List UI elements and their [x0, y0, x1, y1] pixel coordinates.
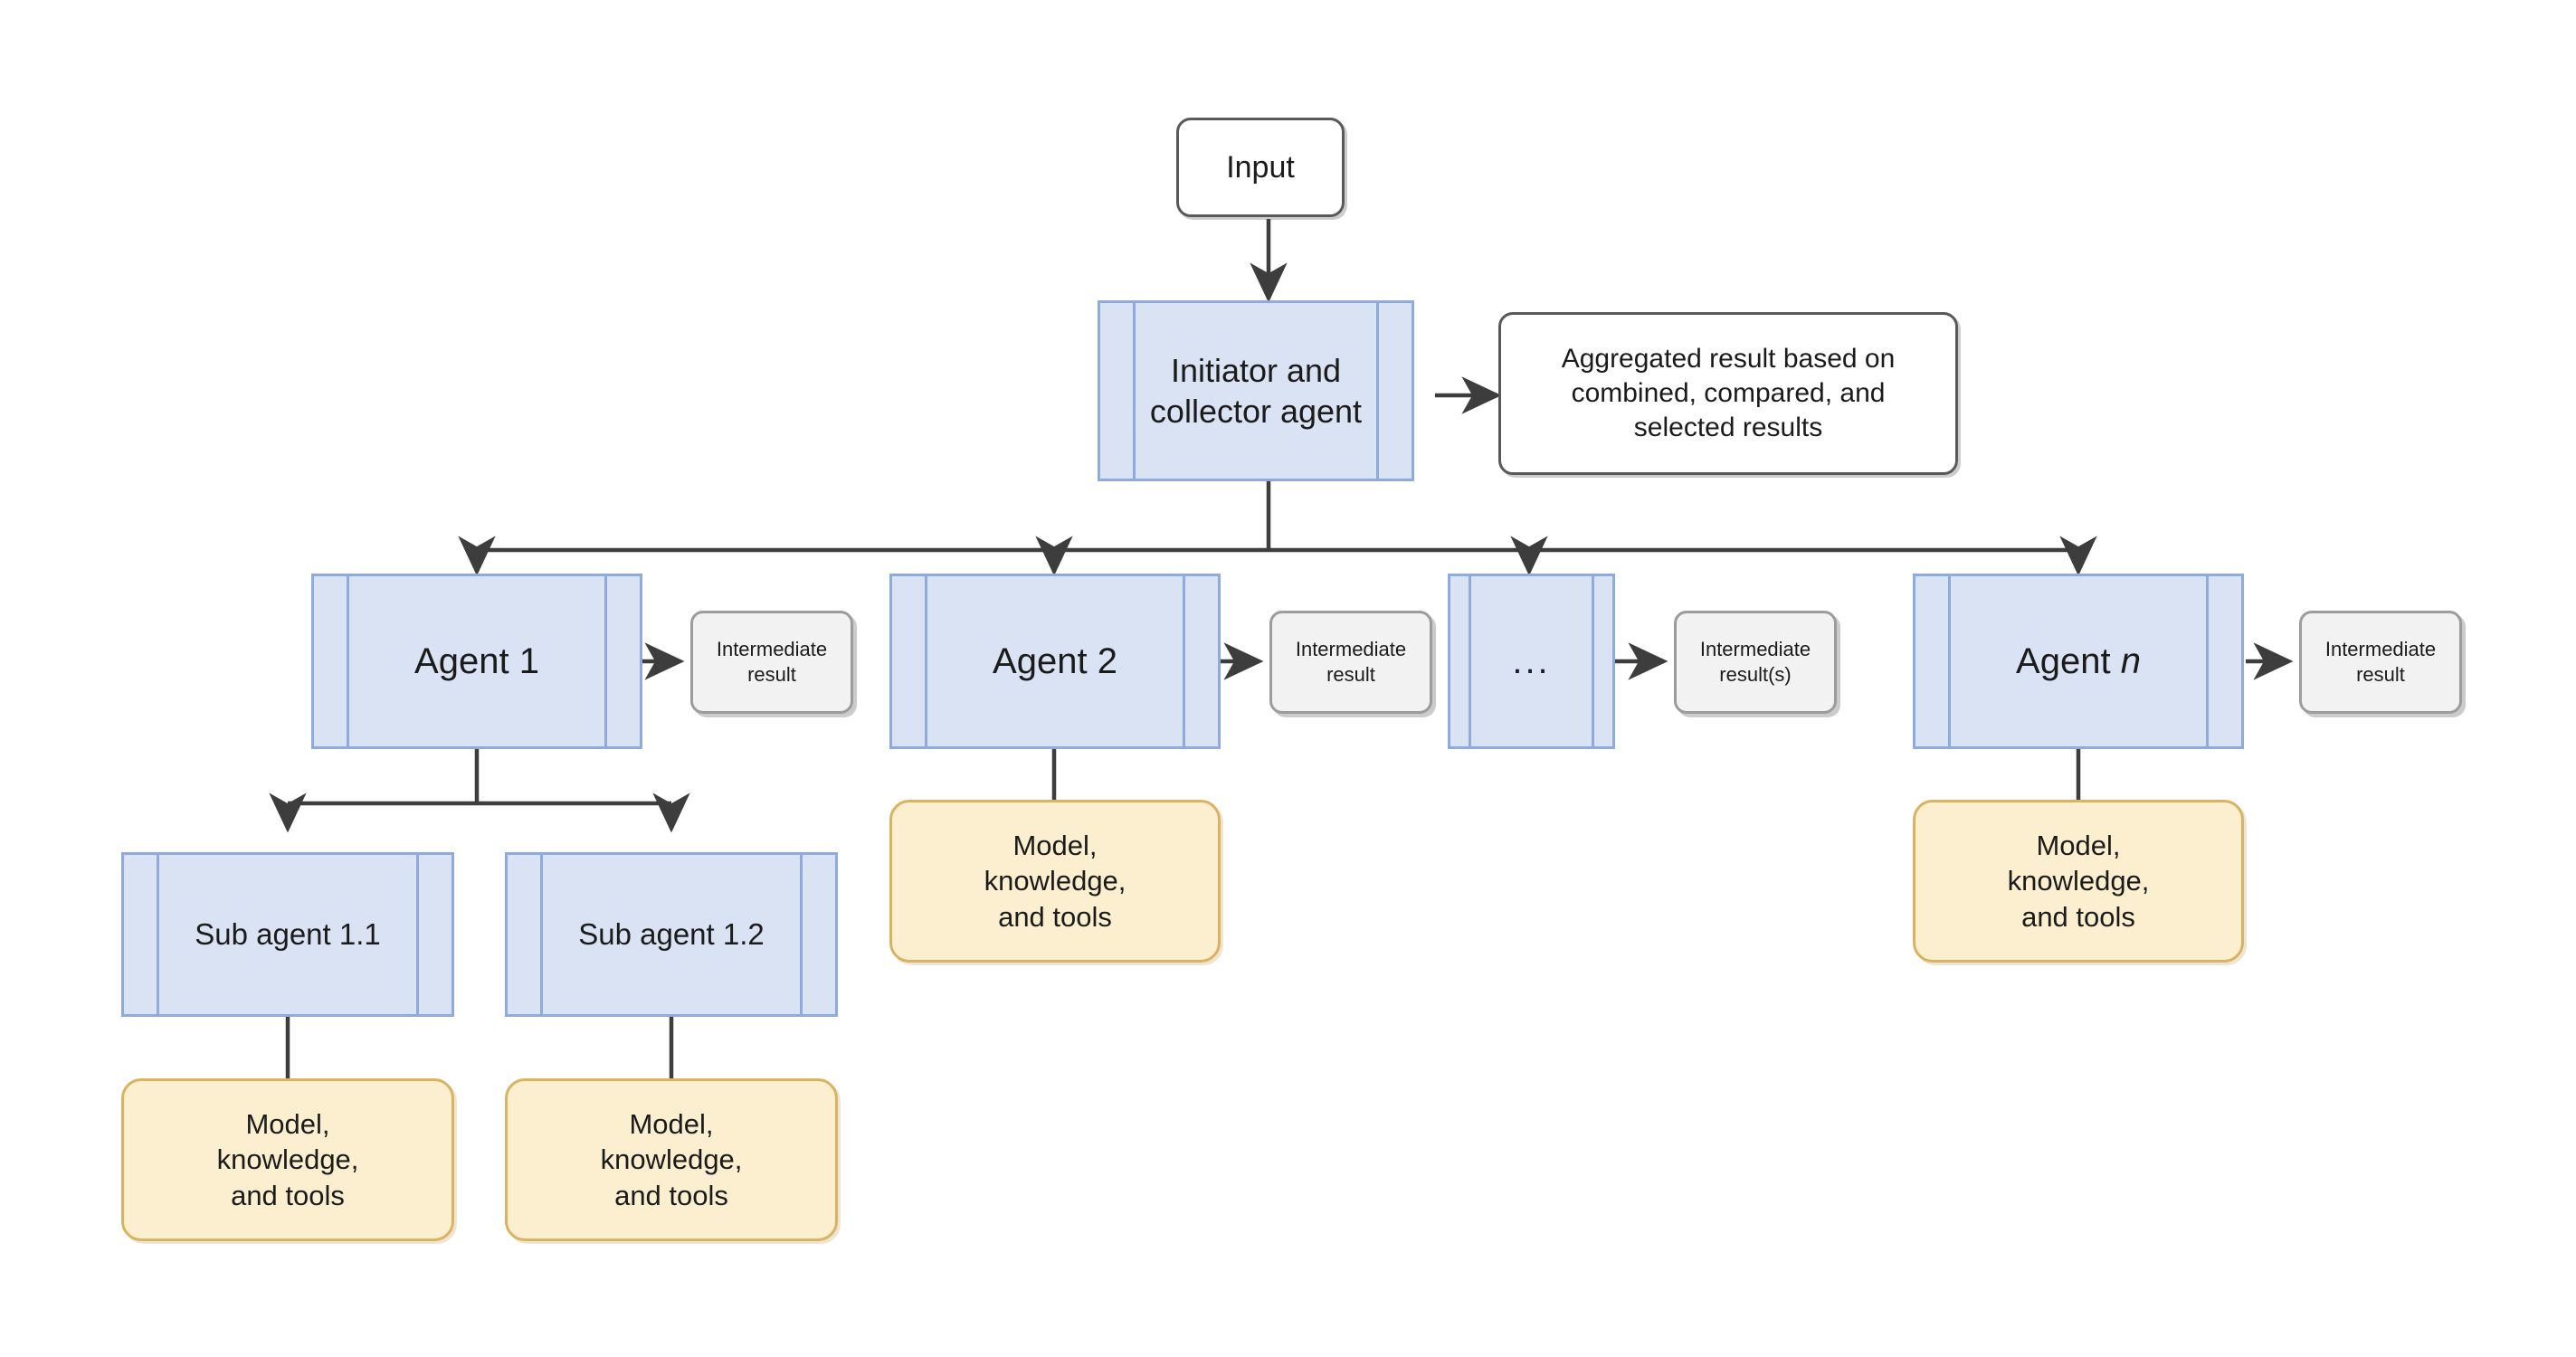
node-agent-n-label-text: Agent [2016, 641, 2121, 681]
node-agent-n-label-italic: n [2120, 641, 2141, 681]
node-resource-agent-2-label: Model, knowledge, and tools [984, 830, 1126, 933]
node-agent-n[interactable]: Agent n [1913, 574, 2244, 749]
node-agent-ellipsis[interactable]: ... [1448, 574, 1615, 749]
node-sub-agent-1-1[interactable]: Sub agent 1.1 [121, 852, 454, 1017]
node-intermediate-results-ellipsis[interactable]: Intermediate result(s) [1674, 611, 1837, 714]
node-intermediate-result-2[interactable]: Intermediate result [1269, 611, 1432, 714]
node-sub-agent-1-2-label: Sub agent 1.2 [578, 917, 765, 952]
node-input[interactable]: Input [1176, 118, 1345, 217]
node-intermediate-result-1-label: Intermediate result [716, 638, 828, 686]
node-resource-sub-agent-1-2-label: Model, knowledge, and tools [600, 1108, 743, 1211]
node-agent-1-label: Agent 1 [414, 641, 539, 681]
node-initiator-agent[interactable]: Initiator and collector agent [1098, 300, 1414, 481]
node-intermediate-result-n-label: Intermediate result [2324, 638, 2437, 686]
node-intermediate-result-2-label: Intermediate result [1295, 638, 1407, 686]
node-intermediate-result-n[interactable]: Intermediate result [2299, 611, 2462, 714]
node-resource-agent-n[interactable]: Model, knowledge, and tools [1913, 800, 2244, 963]
node-aggregated-result-label: Aggregated result based on combined, com… [1561, 344, 1896, 442]
node-agent-ellipsis-label: ... [1512, 641, 1551, 681]
node-resource-sub-agent-1-2[interactable]: Model, knowledge, and tools [505, 1078, 838, 1241]
node-intermediate-results-ellipsis-label: Intermediate result(s) [1699, 638, 1811, 686]
node-initiator-agent-label: Initiator and collector agent [1149, 351, 1363, 430]
node-agent-1[interactable]: Agent 1 [311, 574, 642, 749]
node-agent-2-label: Agent 2 [993, 641, 1117, 681]
node-sub-agent-1-2[interactable]: Sub agent 1.2 [505, 852, 838, 1017]
node-resource-sub-agent-1-1[interactable]: Model, knowledge, and tools [121, 1078, 454, 1241]
node-agent-2[interactable]: Agent 2 [889, 574, 1221, 749]
node-resource-sub-agent-1-1-label: Model, knowledge, and tools [216, 1108, 359, 1211]
node-aggregated-result[interactable]: Aggregated result based on combined, com… [1498, 312, 1958, 475]
node-resource-agent-n-label: Model, knowledge, and tools [2007, 830, 2150, 933]
node-intermediate-result-1[interactable]: Intermediate result [690, 611, 853, 714]
node-sub-agent-1-1-label: Sub agent 1.1 [195, 917, 381, 952]
node-resource-agent-2[interactable]: Model, knowledge, and tools [889, 800, 1221, 963]
node-input-label: Input [1226, 149, 1295, 185]
node-agent-n-label: Agent n [1915, 639, 2241, 684]
